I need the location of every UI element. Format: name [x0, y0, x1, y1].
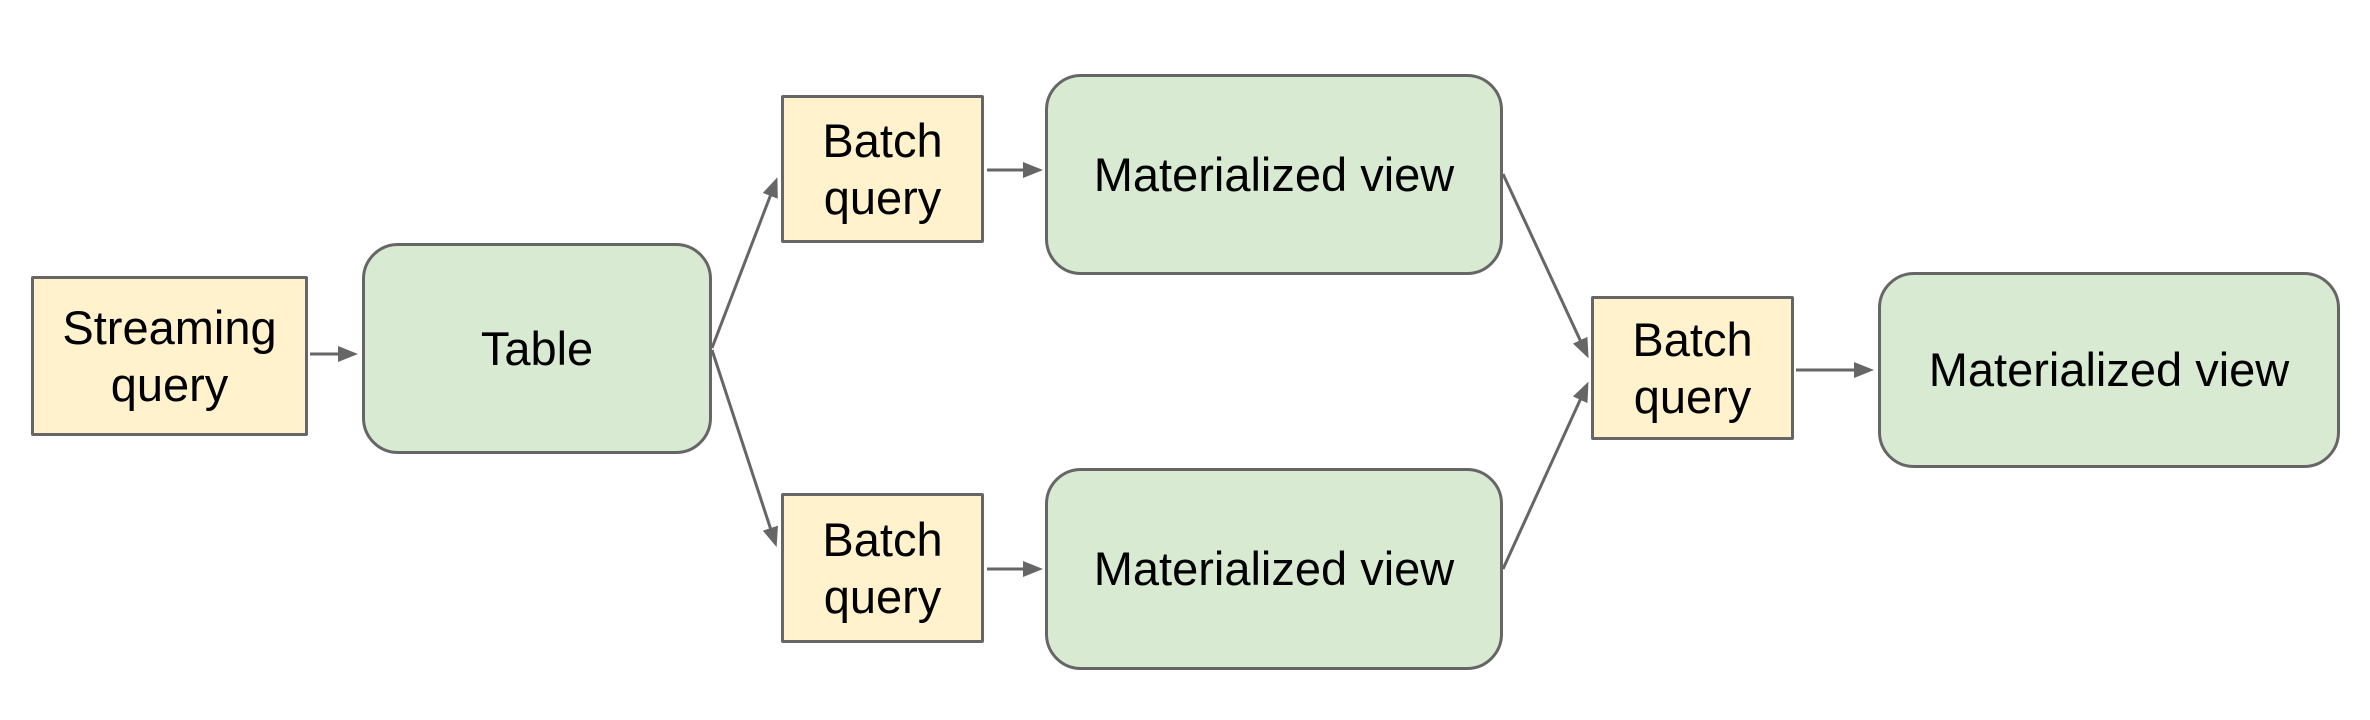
- node-materialized-view-top-label: Materialized view: [1093, 147, 1455, 201]
- node-materialized-view-right: Materialized view: [1878, 272, 2340, 468]
- edge-materialized-view-top-to-batch-query-right: [1501, 173, 1589, 359]
- node-materialized-view-bottom: Materialized view: [1045, 468, 1503, 670]
- node-batch-query-top-label: Batch query: [822, 113, 943, 224]
- node-materialized-view-top: Materialized view: [1045, 74, 1503, 275]
- node-streaming-query: Streaming query: [31, 276, 308, 436]
- node-batch-query-bottom: Batch query: [781, 493, 984, 643]
- node-materialized-view-bottom-label: Materialized view: [1093, 542, 1455, 596]
- node-batch-query-right: Batch query: [1591, 296, 1794, 440]
- edge-table-to-batch-query-bottom: [710, 349, 778, 548]
- node-batch-query-top: Batch query: [781, 95, 984, 243]
- edge-materialized-view-bottom-to-batch-query-right: [1501, 381, 1589, 570]
- node-table: Table: [362, 243, 712, 454]
- node-materialized-view-right-label: Materialized view: [1928, 343, 2290, 397]
- node-batch-query-right-label: Batch query: [1632, 312, 1753, 423]
- node-table-label: Table: [480, 321, 594, 375]
- node-streaming-query-label: Streaming query: [62, 300, 277, 411]
- edge-table-to-batch-query-top: [710, 177, 778, 349]
- node-batch-query-bottom-label: Batch query: [822, 512, 943, 623]
